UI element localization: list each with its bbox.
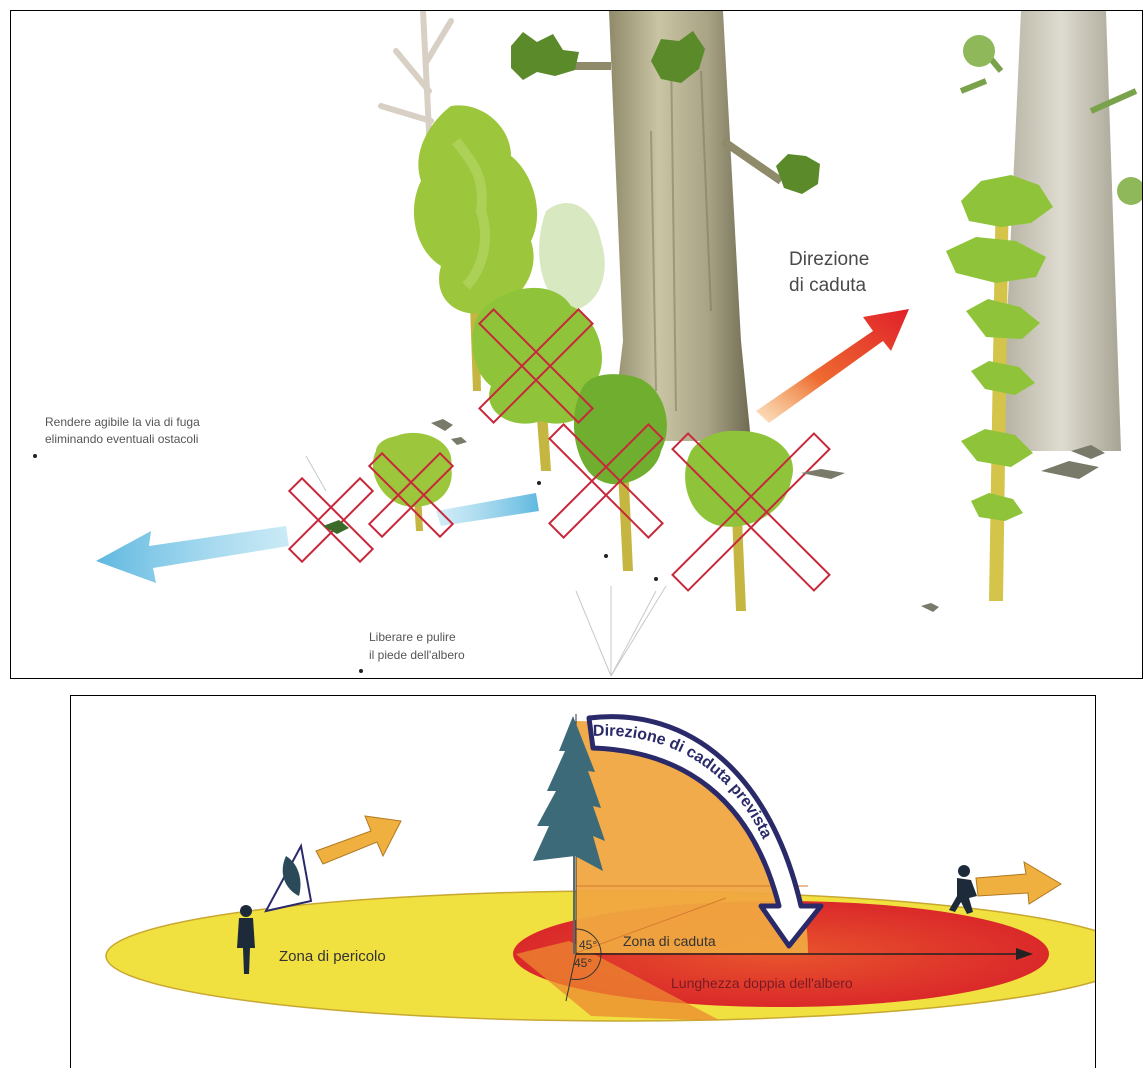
cross-mark-1	[289, 478, 372, 561]
escape-note-line1: Rendere agibile la via di fuga	[45, 415, 200, 429]
felling-zone-diagram: Direzione di caduta prevista Zona di per…	[71, 696, 1096, 1068]
fall-direction-arrow	[756, 309, 909, 423]
observer-arrow	[316, 816, 401, 864]
danger-zone-label: Zona di pericolo	[279, 948, 386, 965]
double-length-label: Lunghezza doppia dell'albero	[671, 975, 853, 991]
felling-zone-diagram-panel: Direzione di caduta prevista Zona di per…	[70, 695, 1096, 1068]
forest-illustration: Direzione di caduta Rendere agibile la v…	[11, 11, 1143, 679]
escape-route-arrow	[96, 493, 539, 583]
fall-direction-label-line2: di caduta	[789, 275, 867, 296]
forest-illustration-panel: Direzione di caduta Rendere agibile la v…	[10, 10, 1143, 679]
fall-zone-label: Zona di caduta	[623, 933, 716, 949]
escape-note-line2: eliminando eventuali ostacoli	[45, 432, 198, 446]
clear-base-note-line1: Liberare e pulire	[369, 630, 456, 644]
escape-direction-arrow	[976, 862, 1061, 904]
fall-direction-label-line1: Direzione	[789, 249, 869, 270]
angle-lower-label: 45°	[574, 956, 592, 970]
observer-sight-cone	[266, 846, 311, 911]
angle-upper-label: 45°	[579, 938, 597, 952]
clear-base-note-line2: il piede dell'albero	[369, 648, 465, 662]
